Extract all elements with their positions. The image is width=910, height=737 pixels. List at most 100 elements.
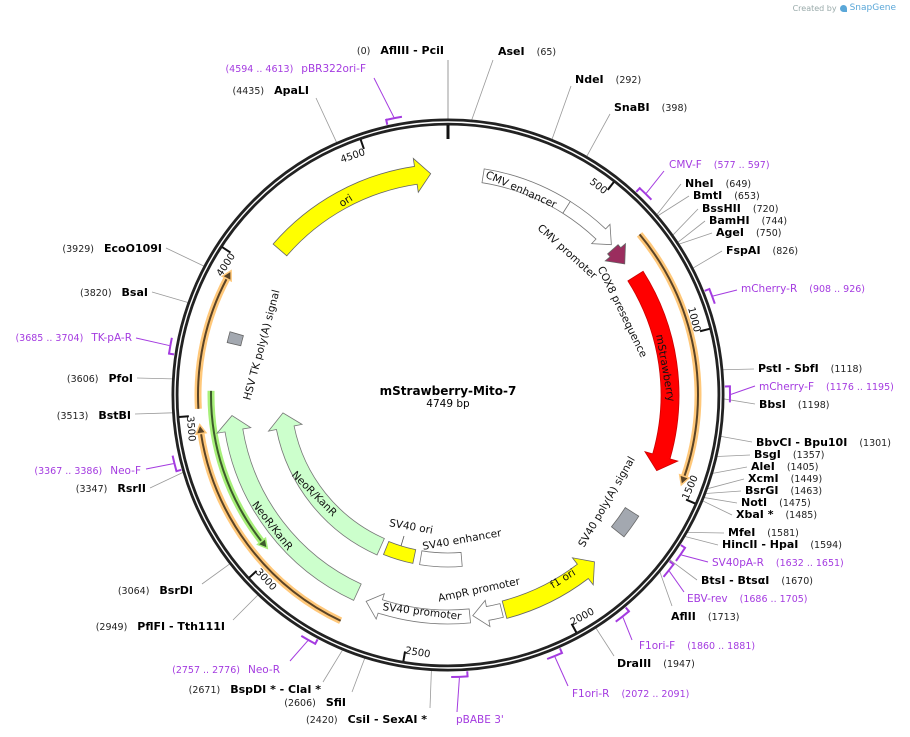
primer[interactable] (635, 170, 665, 201)
site-position: (2671) (189, 685, 221, 696)
site-name: DraIII (617, 657, 651, 670)
restriction-site[interactable]: XcmI(1449) (748, 472, 822, 485)
feature-ori[interactable] (272, 157, 432, 257)
primer[interactable] (546, 647, 569, 687)
primer-label[interactable]: F1ori-R(2072 .. 2091) (572, 688, 689, 700)
restriction-site[interactable]: (4435)ApaLI (232, 84, 309, 97)
feature-neor-kanr[interactable] (216, 415, 362, 601)
site-position: (4435) (232, 86, 264, 97)
restriction-site[interactable]: (3513)BstBI (57, 409, 131, 422)
restriction-site[interactable]: AleI(1405) (751, 460, 818, 473)
tick-mark (221, 246, 232, 254)
restriction-site[interactable]: (3820)BsaI (80, 286, 148, 299)
feature-sv40-ori[interactable] (382, 540, 417, 564)
restriction-site[interactable]: DraIII(1947) (617, 657, 695, 670)
tick-mark (699, 327, 711, 333)
restriction-site[interactable]: (2671)BspDI * - ClaI * (189, 683, 322, 696)
restriction-site[interactable]: BtsI - BtsαI(1670) (701, 574, 813, 587)
feature-f1-ori[interactable] (501, 557, 595, 619)
feature-sv40-promoter[interactable] (365, 593, 471, 625)
feature-sv40-enhancer[interactable] (419, 550, 463, 568)
restriction-site[interactable]: (0)AflIII - PciI (357, 44, 444, 57)
restriction-site[interactable]: NdeI(292) (575, 73, 641, 86)
orf-line (210, 390, 263, 542)
feature-cox8-presequence[interactable] (604, 242, 626, 265)
feature-ampr-promoter[interactable] (472, 599, 504, 628)
site-leader-line (151, 291, 189, 303)
restriction-site[interactable]: (2606)SfiI (284, 696, 346, 709)
site-name: XcmI (748, 472, 779, 485)
restriction-site[interactable]: HincII - HpaI(1594) (722, 538, 842, 551)
site-leader-line (723, 398, 756, 405)
orf-arrow[interactable] (194, 423, 343, 624)
feature-mstrawberry[interactable] (627, 270, 680, 472)
primer[interactable] (662, 560, 685, 593)
primer-name: TK-pA-R (90, 332, 132, 344)
primer-label[interactable]: mCherry-R(908 .. 926) (741, 283, 865, 295)
primer-label[interactable]: (2757 .. 2776)Neo-R (172, 664, 280, 676)
primer[interactable] (373, 77, 403, 125)
restriction-site[interactable]: BsgI(1357) (754, 448, 825, 461)
primer-tick (385, 118, 389, 125)
restriction-site[interactable]: SnaBI(398) (614, 101, 687, 114)
feature-hsv-tk-poly-a-signal[interactable] (226, 331, 244, 347)
site-position: (653) (734, 191, 760, 202)
restriction-site[interactable]: BmtI(653) (693, 189, 760, 202)
primer[interactable] (724, 385, 756, 403)
primer-label[interactable]: pBABE 3' (456, 714, 504, 726)
primer-label[interactable]: (4594 .. 4613)pBR322ori-F (225, 63, 366, 75)
restriction-site[interactable]: (2949)PflFI - Tth111I (96, 620, 225, 633)
orf-arrow[interactable] (207, 390, 269, 550)
restriction-site[interactable]: BbsI(1198) (759, 398, 830, 411)
primer[interactable] (289, 634, 319, 662)
restriction-site[interactable]: (3347)RsrII (76, 482, 146, 495)
feature-sv40-poly-a-signal[interactable] (610, 507, 640, 538)
restriction-site[interactable]: AgeI(750) (716, 226, 782, 239)
restriction-site[interactable]: BssHII(720) (702, 202, 778, 215)
primer-label[interactable]: F1ori-F(1860 .. 1881) (639, 640, 755, 652)
restriction-site[interactable]: BamHI(744) (709, 214, 787, 227)
restriction-site[interactable]: NotI(1475) (741, 496, 811, 509)
orf-arrow[interactable] (636, 232, 702, 487)
orf-layer (194, 232, 702, 624)
orf-arrow[interactable] (194, 269, 232, 409)
restriction-site[interactable]: FspAI(826) (726, 244, 798, 257)
primer-label[interactable]: (3367 .. 3386)Neo-F (34, 465, 141, 477)
primer[interactable] (704, 287, 738, 305)
restriction-site[interactable]: MfeI(1581) (728, 526, 799, 539)
primer[interactable] (451, 671, 469, 713)
orf-arrowhead-icon (678, 473, 691, 487)
primer-label[interactable]: (3685 .. 3704)TK-pA-R (15, 332, 132, 344)
primer[interactable] (615, 606, 633, 641)
restriction-site[interactable]: BsrGI(1463) (745, 484, 822, 497)
restriction-site[interactable]: BbvCI - Bpu10I(1301) (756, 436, 891, 449)
restriction-site[interactable]: (2420)CsiI - SexAI * (306, 713, 427, 726)
restriction-site[interactable]: (3606)PfoI (67, 372, 133, 385)
primer-name: pBABE 3' (456, 714, 504, 726)
site-position: (1405) (787, 462, 819, 473)
site-name: HincII - HpaI (722, 538, 798, 551)
primer-label[interactable]: mCherry-F(1176 .. 1195) (759, 381, 894, 393)
feature-cmv-promoter[interactable] (562, 200, 612, 246)
restriction-site[interactable]: AflII(1713) (671, 610, 739, 623)
tick-label: 2500 (404, 646, 431, 661)
feature-neor-kanr[interactable] (267, 412, 385, 556)
restriction-site[interactable]: NheI(649) (685, 177, 751, 190)
site-name: BtsI - BtsαI (701, 574, 769, 587)
primer[interactable] (135, 337, 175, 356)
primer-label[interactable]: CMV-F(577 .. 597) (669, 159, 770, 171)
site-position: (3064) (118, 586, 150, 597)
restriction-site[interactable]: XbaI *(1485) (736, 508, 817, 521)
restriction-site[interactable]: (3929)EcoO109I (62, 242, 162, 255)
restriction-site[interactable]: (3064)BsrDI (118, 584, 193, 597)
restriction-site[interactable]: AseI(65) (498, 45, 556, 58)
restriction-site[interactable]: PstI - SbfI(1118) (758, 362, 862, 375)
primer-range: (1860 .. 1881) (687, 641, 755, 652)
primer-tick (680, 544, 687, 550)
primer-label[interactable]: SV40pA-R(1632 .. 1651) (712, 557, 844, 569)
primer-label[interactable]: EBV-rev(1686 .. 1705) (687, 593, 808, 605)
primer[interactable] (145, 455, 182, 473)
primer[interactable] (675, 544, 709, 563)
site-name: FspAI (726, 244, 761, 257)
site-position: (744) (762, 216, 788, 227)
